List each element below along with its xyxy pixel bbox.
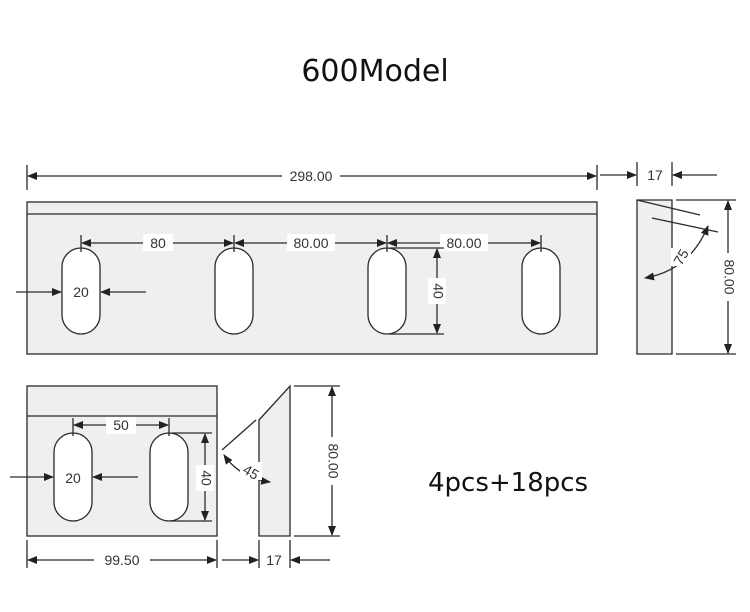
dim-spacing-3-label: 80.00 <box>446 235 481 251</box>
dim-top-spacings: 80 80.00 80.00 <box>80 234 542 252</box>
dim-small-length: 99.50 <box>26 540 218 569</box>
dim-small-thickness: 17 <box>222 540 330 569</box>
drawing-title: 600Model <box>301 54 449 89</box>
dim-side-angle-label: 75 <box>670 246 692 268</box>
dim-small-length-label: 99.50 <box>104 552 139 568</box>
dim-small-slot-width: 20 <box>10 470 138 486</box>
long-blade-slot-3 <box>367 247 407 335</box>
small-blade-front-view <box>26 385 218 537</box>
long-blade-front-view <box>26 201 598 355</box>
small-blade-side-view <box>258 384 291 537</box>
dim-spacing-2-label: 80.00 <box>293 235 328 251</box>
dim-top-length: 298.00 <box>26 165 598 190</box>
dim-side-height-label: 80.00 <box>721 259 737 294</box>
dim-side-thickness: 17 <box>600 162 717 186</box>
dim-top-slot-height-label: 40 <box>430 283 446 299</box>
dim-side-thickness-label: 17 <box>647 167 663 183</box>
dim-small-spacing: 50 <box>72 417 170 436</box>
dim-small-height-label: 80.00 <box>325 443 341 478</box>
dim-side-height: 80.00 <box>676 199 737 355</box>
dim-top-length-label: 298.00 <box>290 168 333 184</box>
long-blade-slot-4 <box>521 247 561 335</box>
dim-side-angle: 75 <box>644 225 709 281</box>
dim-small-slot-height-label: 40 <box>198 470 214 486</box>
long-blade-slot-2 <box>214 247 254 335</box>
dim-small-angle: 45 <box>221 419 271 485</box>
dim-small-height: 80.00 <box>294 385 341 537</box>
quantity-label: 4pcs+18pcs <box>428 468 589 498</box>
dim-top-slot-height: 40 <box>390 247 446 335</box>
dim-small-slot-height: 40 <box>172 432 214 522</box>
dim-small-spacing-label: 50 <box>113 417 129 433</box>
dim-small-slot-width-label: 20 <box>65 470 81 486</box>
dim-top-slot-width-label: 20 <box>73 284 89 300</box>
dim-small-angle-label: 45 <box>240 461 262 483</box>
small-blade-slot-2 <box>149 432 189 522</box>
dim-top-slot-width: 20 <box>16 284 146 300</box>
dim-small-thickness-label: 17 <box>266 552 282 568</box>
dim-spacing-1-label: 80 <box>150 235 166 251</box>
